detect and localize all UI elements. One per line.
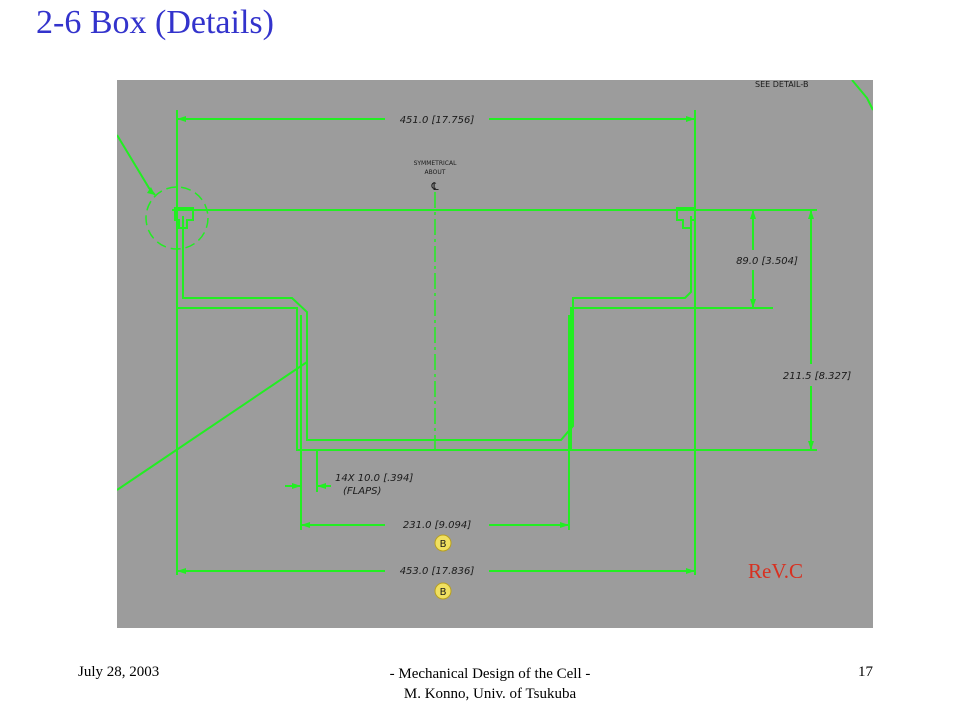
dimension-step-height: 89.0 [3.504] xyxy=(736,256,798,267)
symmetry-note-line1: SYMMETRICAL xyxy=(414,160,458,167)
corner-note: SEE DETAIL-B xyxy=(755,80,808,89)
arrowhead xyxy=(292,483,301,489)
symmetry-note-line2: ABOUT xyxy=(425,169,446,176)
box-outer-profile xyxy=(176,210,696,451)
arrowhead xyxy=(808,441,814,450)
revision-label: ReV.C xyxy=(748,559,804,583)
arrowhead xyxy=(686,568,695,574)
centerline-symbol: ℄ xyxy=(430,180,438,193)
leader-line xyxy=(851,80,873,111)
drawing-canvas: 451.0 [17.756] 89.0 [3.504] 211.5 [8.327… xyxy=(117,80,873,600)
inspection-balloon: B xyxy=(434,582,452,600)
dimension-overall-width: 453.0 [17.836] xyxy=(400,566,475,577)
inspection-balloon: B xyxy=(434,534,452,552)
dimension-total-height: 211.5 [8.327] xyxy=(783,371,851,382)
leader-line xyxy=(117,134,156,196)
arrowhead xyxy=(147,187,155,195)
arrowhead xyxy=(301,522,310,528)
arrowhead xyxy=(686,116,695,122)
arrowhead xyxy=(560,522,569,528)
dimension-flaps-note: (FLAPS) xyxy=(343,486,381,497)
arrowhead xyxy=(317,483,326,489)
dimension-top-width: 451.0 [17.756] xyxy=(400,115,475,126)
arrowhead xyxy=(750,299,756,308)
arrowhead xyxy=(750,210,756,219)
dimension-bottom-width: 231.0 [9.094] xyxy=(403,520,471,531)
svg-text:B: B xyxy=(440,539,447,550)
footer-date: July 28, 2003 xyxy=(78,664,160,680)
footer-title-line2: M. Konno, Univ. of Tsukuba xyxy=(403,686,577,702)
leader-line xyxy=(117,361,308,491)
detail-circle xyxy=(145,186,209,250)
footer-title-line1: - Mechanical Design of the Cell - xyxy=(389,666,591,682)
technical-drawing: 451.0 [17.756] 89.0 [3.504] 211.5 [8.327… xyxy=(117,80,873,628)
arrowhead xyxy=(177,568,186,574)
footer-title: - Mechanical Design of the Cell - M. Kon… xyxy=(330,664,650,704)
page-number: 17 xyxy=(858,664,873,680)
arrowhead xyxy=(177,116,186,122)
slide-title: 2-6 Box (Details) xyxy=(36,4,274,41)
dimension-flaps-size: 14X 10.0 [.394] xyxy=(335,473,413,484)
svg-text:B: B xyxy=(440,587,447,598)
box-inner-profile xyxy=(182,216,692,441)
arrowhead xyxy=(808,210,814,219)
